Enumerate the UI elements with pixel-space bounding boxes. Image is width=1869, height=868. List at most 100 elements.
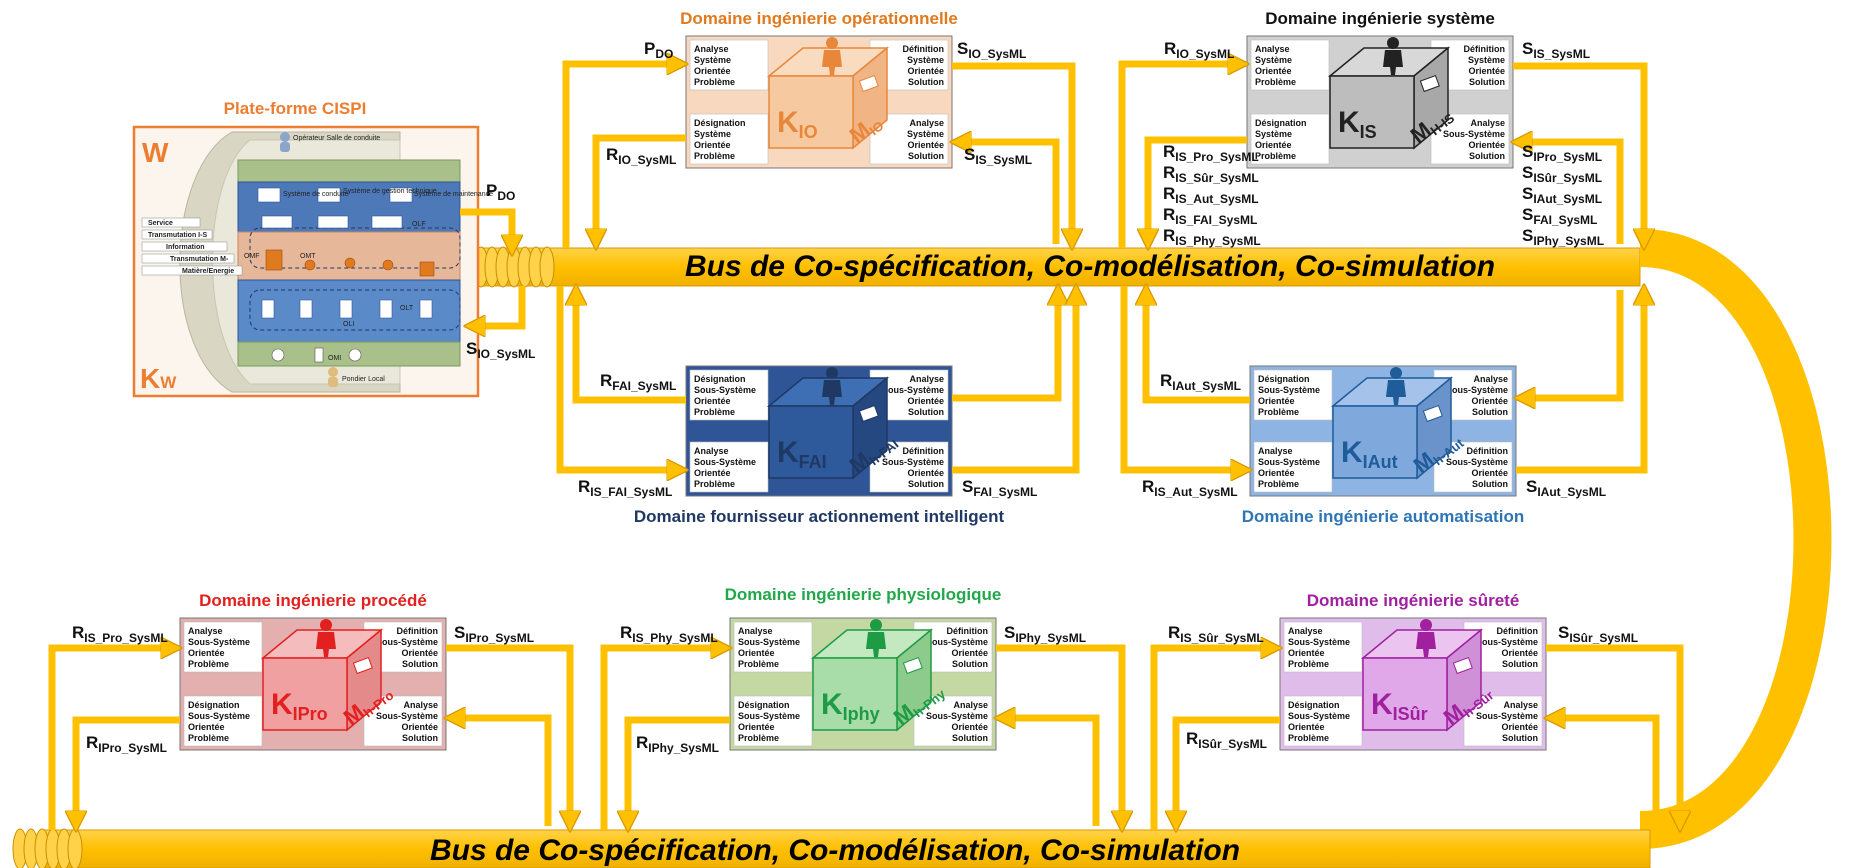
quadrant-text: Solution: [1502, 733, 1538, 743]
laptop-icon: [902, 656, 923, 675]
sig-r-isur: RISûr_SysML: [1186, 729, 1267, 751]
quadrant-text: Orientée: [738, 648, 775, 658]
arrow-aut-s1: [1520, 290, 1624, 398]
quadrant-text: Sous-Système: [1258, 457, 1320, 467]
quadrant-text: Orientée: [951, 722, 988, 732]
arrow-fai-s1: [952, 290, 1058, 402]
quadrant-text: Analyse: [1470, 118, 1505, 128]
quadrant-text: Solution: [1469, 151, 1505, 161]
quadrant-text: Solution: [402, 659, 438, 669]
quadrant-text: Analyse: [1288, 626, 1323, 636]
sig-is-r-4: RIS_Phy_SysML: [1163, 226, 1261, 248]
quadrant-box: [733, 695, 813, 747]
quadrant-text: Désignation: [694, 118, 746, 128]
quadrant-text: Sous-Système: [1288, 637, 1350, 647]
quadrant-text: Sous-Système: [1288, 711, 1350, 721]
sig-s-ipro: SIPro_SysML: [454, 623, 534, 645]
oli-label: OLI: [343, 321, 354, 328]
person-icon: [1386, 367, 1406, 405]
quadrant-text: Solution: [952, 659, 988, 669]
k-label: KIAut: [1341, 436, 1398, 472]
sys-conduite: Système de conduite: [283, 191, 348, 198]
quadrant-text: Système: [1255, 55, 1292, 65]
domain-title: Domaine fournisseur actionnement intelli…: [634, 507, 1005, 526]
quadrant-text: Orientée: [1471, 396, 1508, 406]
arrow-is-s: [1517, 142, 1624, 244]
sig-is-r-1: RIS_Sûr_SysML: [1163, 163, 1259, 185]
quadrant-text: Sous-Système: [376, 637, 438, 647]
k-label: KIO: [777, 106, 818, 142]
quadrant-text: Analyse: [909, 374, 944, 384]
arrow-io-out: [952, 62, 1072, 244]
quadrant-text: Analyse: [1503, 700, 1538, 710]
quadrant-text: Orientée: [951, 648, 988, 658]
quadrant-box: [1250, 113, 1330, 165]
quadrant-text: Problème: [694, 407, 735, 417]
person-icon: [822, 37, 842, 75]
sig-s-io: SIO_SysML: [957, 39, 1026, 61]
domain-sur: Domaine ingénierie sûretéAnalyseSous-Sys…: [1279, 591, 1547, 751]
sig-r-io: RIO_SysML: [606, 145, 676, 167]
quadrant-text: Système: [1255, 129, 1292, 139]
domain-aut: Domaine ingénierie automatisationDésigna…: [1242, 365, 1524, 526]
sig-r-is-sur: RIS_Sûr_SysML: [1168, 623, 1264, 645]
quadrant-text: Problème: [738, 659, 779, 669]
domain-io: Domaine ingénierie opérationnelleAnalyse…: [680, 9, 958, 169]
arrow-phy-r: [628, 716, 730, 826]
quadrant-text: Désignation: [1255, 118, 1307, 128]
quadrant-text: Sous-Système: [1476, 637, 1538, 647]
quadrant-text: Orientée: [1501, 722, 1538, 732]
upper-bus: [439, 229, 1832, 849]
arrow-pro-out: [446, 644, 570, 826]
quadrant-text: Analyse: [188, 626, 223, 636]
quadrant-text: Désignation: [188, 700, 240, 710]
sig-s-is: SIS_SysML: [964, 145, 1032, 167]
arrow-fai-s2: [952, 290, 1076, 474]
quadrant-box: [1283, 621, 1363, 673]
quadrant-box: [1250, 39, 1330, 91]
quadrant-text: Sous-Système: [882, 457, 944, 467]
platform-s-io: SIO_SysML: [466, 339, 535, 361]
quadrant-text: Solution: [1472, 479, 1508, 489]
domain-title: Domaine ingénierie physiologique: [725, 585, 1002, 604]
quadrant-text: Orientée: [401, 722, 438, 732]
laptop-icon: [858, 74, 879, 93]
sig-r-io-is: RIO_SysML: [1164, 39, 1234, 61]
quadrant-text: Sous-Système: [1476, 711, 1538, 721]
quadrant-box: [1283, 695, 1363, 747]
quadrant-text: Orientée: [694, 140, 731, 150]
quadrant-text: Orientée: [1288, 722, 1325, 732]
sig-r-is-fai: RIS_FAI_SysML: [578, 477, 672, 499]
quadrant-text: Sous-Système: [1258, 385, 1320, 395]
quadrant-text: Problème: [694, 77, 735, 87]
olf-label: OLF: [412, 221, 426, 228]
quadrant-text: Orientée: [694, 66, 731, 76]
quadrant-text: Solution: [402, 733, 438, 743]
arrow-sur-r: [1176, 716, 1280, 826]
quadrant-text: Problème: [1255, 77, 1296, 87]
sys-maintenance: Système de maintenance: [414, 191, 493, 198]
layer-trans-is: Transmutation I-S: [148, 232, 207, 239]
quadrant-text: Sous-Système: [1446, 457, 1508, 467]
sig-r-ipro: RIPro_SysML: [86, 733, 167, 755]
quadrant-text: Désignation: [1258, 374, 1310, 384]
person-icon: [1383, 37, 1403, 75]
arrow-phy-s: [1000, 718, 1100, 826]
quadrant-text: Sous-Système: [926, 637, 988, 647]
quadrant-text: Solution: [908, 77, 944, 87]
quadrant-text: Analyse: [1255, 44, 1290, 54]
k-label: KFAI: [777, 436, 827, 472]
sig-is-r-3: RIS_FAI_SysML: [1163, 205, 1257, 227]
sig-is-s-4: SIPhy_SysML: [1522, 226, 1604, 248]
lower-bus: [39, 829, 1651, 868]
quadrant-text: Sous-Système: [1443, 129, 1505, 139]
laptop-icon: [858, 404, 879, 423]
connection-arrows: [48, 62, 1680, 830]
quadrant-text: Définition: [1467, 446, 1509, 456]
quadrant-text: Solution: [1502, 659, 1538, 669]
k-label: KISûr: [1371, 688, 1428, 724]
